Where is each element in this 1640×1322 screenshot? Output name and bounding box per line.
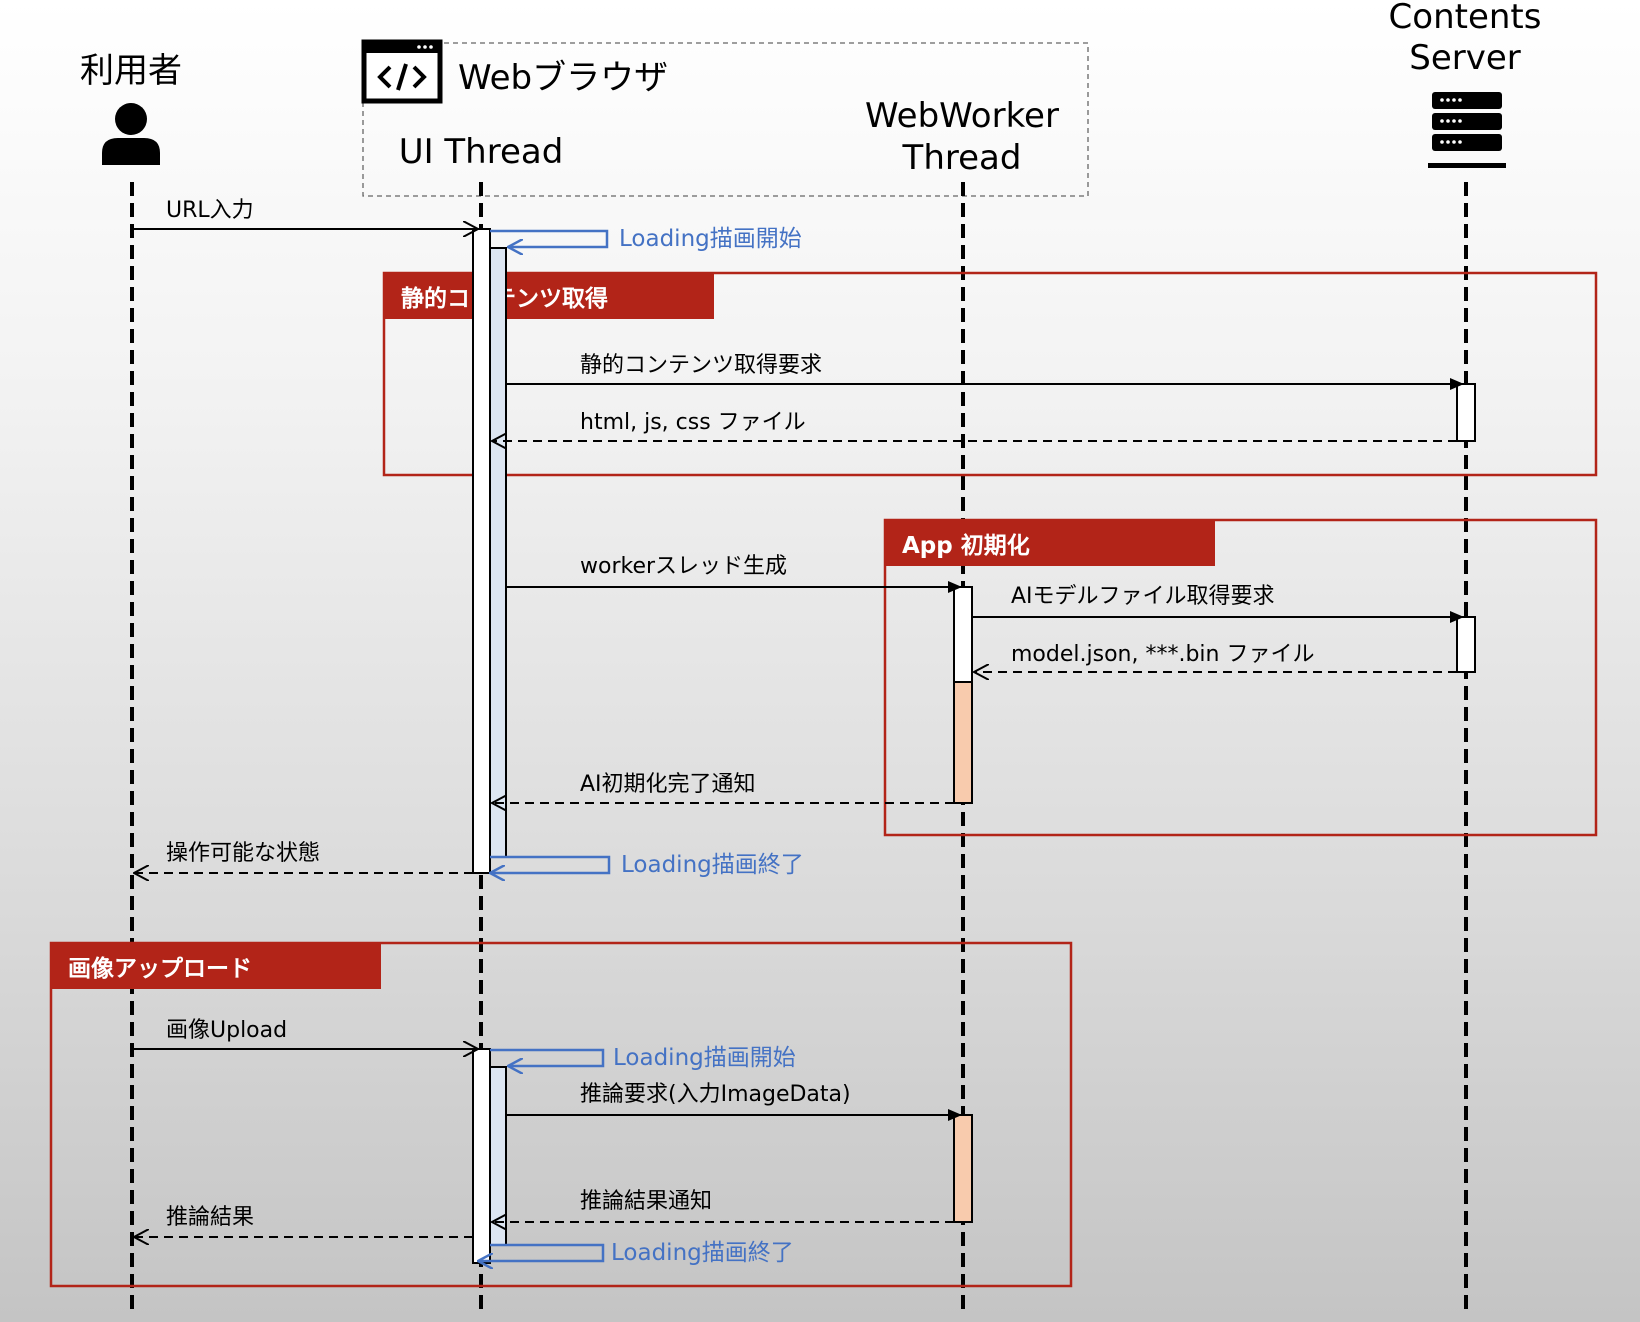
msg-loading-start-1: Loading描画開始 xyxy=(619,226,802,252)
msg-model-response: model.json, ***.bin ファイル xyxy=(1011,642,1314,667)
activation-server-1 xyxy=(1456,383,1476,442)
participant-server-label-line2: Server xyxy=(1409,38,1521,78)
frame-static-content: 静的コンテンツ取得 xyxy=(382,271,1598,477)
activation-worker-1 xyxy=(953,586,973,683)
msg-image-upload: 画像Upload xyxy=(166,1018,287,1043)
msg-loading-end-1: Loading描画終了 xyxy=(621,852,804,878)
arrow-loading-start-1 xyxy=(490,229,609,247)
msg-static-request: 静的コンテンツ取得要求 xyxy=(580,353,822,378)
frame-image-upload-title: 画像アップロード xyxy=(68,955,252,982)
participant-server-label-line1: Contents xyxy=(1389,0,1542,37)
msg-url-input: URL入力 xyxy=(166,198,254,223)
activation-worker-3 xyxy=(953,1114,973,1223)
activation-ui-nested-1 xyxy=(489,247,507,858)
participant-user-label: 利用者 xyxy=(80,51,182,91)
arrow-loading-end-2 xyxy=(478,1243,605,1261)
frame-app-init: App 初期化 xyxy=(883,518,1598,837)
server-icon xyxy=(1428,92,1506,168)
activation-server-2 xyxy=(1456,616,1476,673)
participant-browser-label: Webブラウザ xyxy=(458,58,668,98)
msg-worker-create: workerスレッド生成 xyxy=(580,554,787,579)
msg-ai-init-done: AI初期化完了通知 xyxy=(580,772,756,797)
msg-loading-end-2: Loading描画終了 xyxy=(611,1240,794,1266)
msg-static-response: html, js, css ファイル xyxy=(580,410,806,435)
msg-operable: 操作可能な状態 xyxy=(166,841,320,866)
participant-worker-label-line2: Thread xyxy=(902,138,1022,178)
arrow-loading-end-1 xyxy=(490,855,611,873)
msg-inference-result: 推論結果 xyxy=(166,1205,254,1230)
frame-app-init-title: App 初期化 xyxy=(902,532,1030,559)
person-icon xyxy=(102,103,160,165)
activation-worker-2 xyxy=(953,681,973,804)
activation-ui-main-2 xyxy=(472,1048,491,1264)
code-window-icon xyxy=(361,39,443,104)
participant-ui-thread-label: UI Thread xyxy=(399,132,564,172)
msg-inference-request: 推論要求(入力ImageData) xyxy=(580,1082,851,1107)
activation-ui-main-1 xyxy=(472,228,491,874)
msg-inference-notify: 推論結果通知 xyxy=(580,1189,712,1214)
activation-ui-nested-2 xyxy=(489,1066,507,1246)
frame-image-upload: 画像アップロード xyxy=(49,941,1073,1288)
participant-worker-label-line1: WebWorker xyxy=(865,96,1059,136)
arrow-loading-start-2 xyxy=(490,1048,605,1066)
msg-loading-start-2: Loading描画開始 xyxy=(613,1045,796,1071)
browser-container xyxy=(362,42,1089,197)
msg-model-request: AIモデルファイル取得要求 xyxy=(1011,584,1275,609)
